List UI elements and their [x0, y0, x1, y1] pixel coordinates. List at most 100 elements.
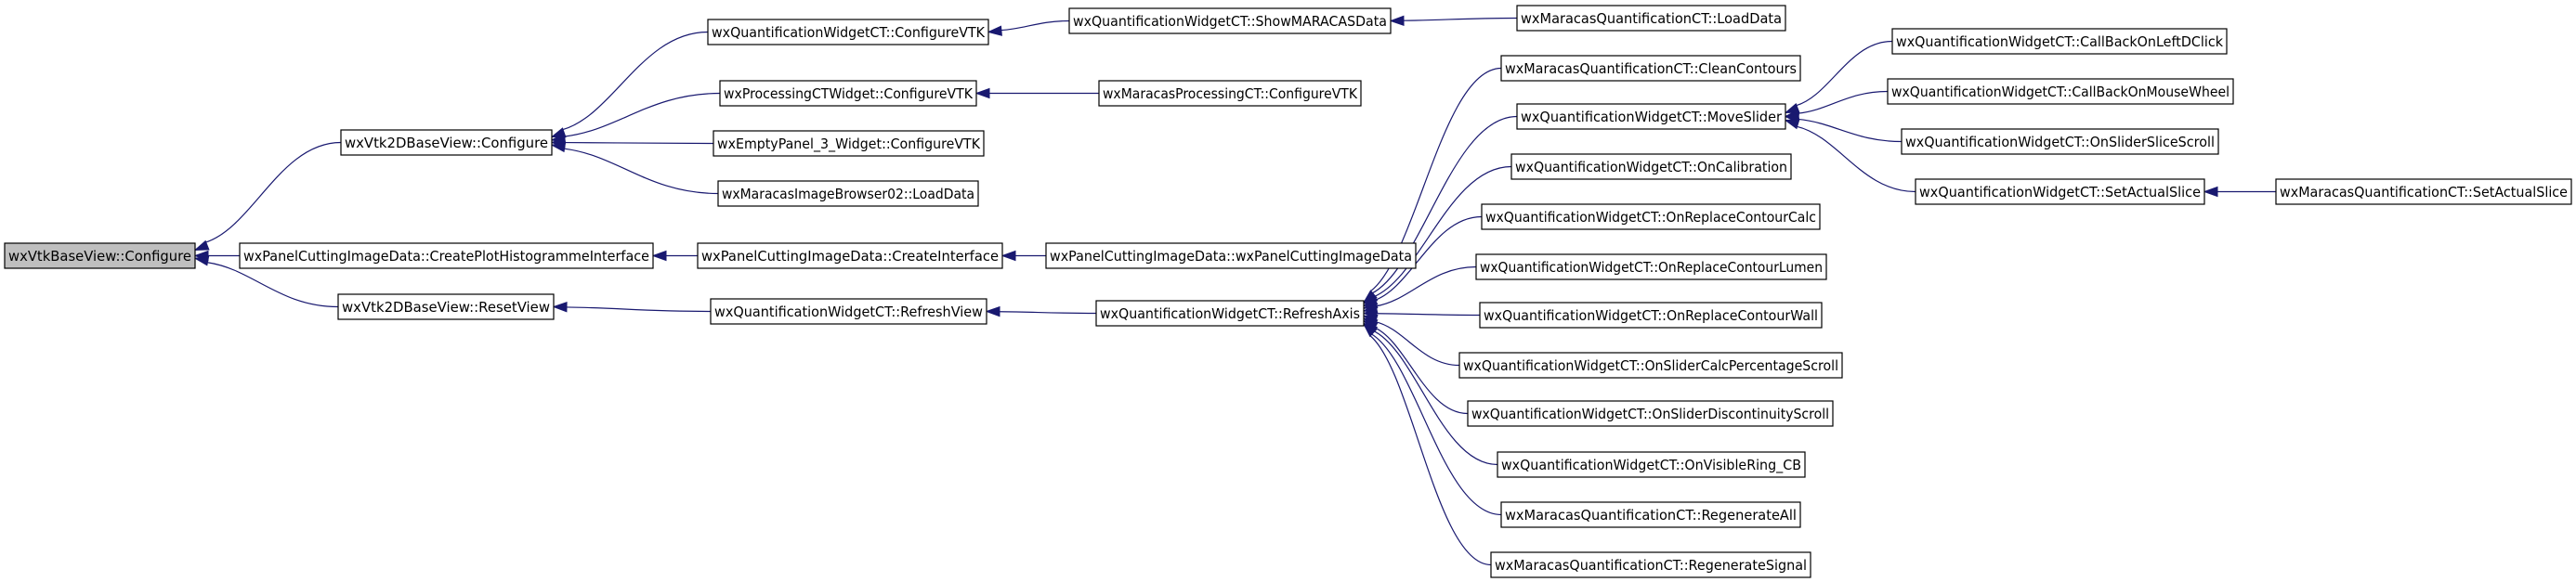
- edge-line: [1370, 333, 1502, 516]
- node-box: [707, 19, 989, 45]
- arrowhead: [985, 305, 1000, 317]
- node-label: wxMaracasQuantificationCT::CleanContours: [1505, 60, 1797, 77]
- nodes-layer: wxVtkBaseView::ConfigurewxVtk2DBaseView:…: [4, 5, 2572, 578]
- node-box: [1490, 551, 1811, 578]
- edge-line: [1796, 40, 1893, 107]
- edge-line: [1369, 334, 1492, 566]
- edge-line: [1000, 19, 1070, 32]
- edge-line: [566, 306, 712, 313]
- node-box: [1479, 302, 1823, 329]
- call-edge: [974, 87, 1099, 99]
- node-box: [1510, 153, 1792, 180]
- call-edge: [1362, 307, 1481, 319]
- node-qw-refreshview[interactable]: wxQuantificationWidgetCT::RefreshView: [710, 298, 987, 325]
- node-pcid-plot[interactable]: wxPanelCuttingImageData::CreatePlotHisto…: [239, 242, 654, 269]
- node-box: [1467, 400, 1834, 427]
- node-qw-oncalibration[interactable]: wxQuantificationWidgetCT::OnCalibration: [1510, 153, 1792, 180]
- node-mq-regeneratesignal[interactable]: wxMaracasQuantificationCT::RegenerateSig…: [1490, 551, 1811, 578]
- node-label: wxQuantificationWidgetCT::OnReplaceConto…: [1480, 259, 1823, 276]
- edge-line: [1369, 67, 1502, 292]
- call-edge: [552, 302, 712, 313]
- node-qw-callbackwheel[interactable]: wxQuantificationWidgetCT::CallBackOnMous…: [1887, 78, 2234, 105]
- node-box: [713, 130, 985, 157]
- edge-line: [1376, 313, 1481, 317]
- node-box: [717, 180, 979, 207]
- edge-line: [1403, 17, 1518, 21]
- node-box: [1068, 7, 1392, 34]
- edge-line: [1375, 321, 1460, 367]
- node-qw-callbackleftd[interactable]: wxQuantificationWidgetCT::CallBackOnLeft…: [1891, 28, 2228, 55]
- node-label: wxVtk2DBaseView::ResetView: [342, 299, 550, 316]
- edge-line: [999, 311, 1097, 315]
- call-edge: [1362, 315, 1460, 367]
- call-edge: [1389, 15, 1518, 27]
- node-qw-onreplacewall[interactable]: wxQuantificationWidgetCT::OnReplaceConto…: [1479, 302, 1823, 329]
- node-label: wxQuantificationWidgetCT::CallBackOnMous…: [1891, 84, 2229, 100]
- node-label: wxMaracasQuantificationCT::RegenerateSig…: [1495, 557, 1807, 574]
- edge-line: [1375, 265, 1477, 307]
- node-label: wxQuantificationWidgetCT::CallBackOnLeft…: [1896, 33, 2223, 50]
- edge-line: [1798, 90, 1889, 114]
- node-pcid-ctor[interactable]: wxPanelCuttingImageData::wxPanelCuttingI…: [1045, 242, 1417, 269]
- node-label: wxPanelCuttingImageData::CreateInterface: [701, 248, 999, 265]
- node-label: wxMaracasImageBrowser02::LoadData: [722, 186, 974, 202]
- node-label: wxQuantificationWidgetCT::OnSliderSliceS…: [1905, 134, 2215, 150]
- node-mq-cleancontours[interactable]: wxMaracasQuantificationCT::CleanContours: [1500, 55, 1801, 82]
- node-box: [239, 242, 654, 269]
- node-pcid-create[interactable]: wxPanelCuttingImageData::CreateInterface: [697, 242, 1003, 269]
- node-box: [1095, 300, 1365, 327]
- node-qw-moveslider[interactable]: wxQuantificationWidgetCT::MoveSlider: [1516, 103, 1786, 130]
- node-qw-onvisiblering[interactable]: wxQuantificationWidgetCT::OnVisibleRing_…: [1497, 451, 1806, 478]
- arrowhead: [987, 25, 1002, 36]
- node-mpct-configvtk[interactable]: wxMaracasProcessingCT::ConfigureVTK: [1098, 80, 1362, 107]
- call-edge: [985, 305, 1097, 317]
- node-qw-configvtk[interactable]: wxQuantificationWidgetCT::ConfigureVTK: [707, 19, 989, 45]
- edge-line: [562, 31, 709, 131]
- node-box: [1098, 80, 1362, 107]
- node-mq-loaddata[interactable]: wxMaracasQuantificationCT::LoadData: [1516, 5, 1786, 32]
- node-box: [719, 80, 977, 107]
- node-pct-configvtk[interactable]: wxProcessingCTWidget::ConfigureVTK: [719, 80, 977, 107]
- node-qw-onreplacecalc[interactable]: wxQuantificationWidgetCT::OnReplaceConto…: [1481, 203, 1821, 230]
- call-edge: [987, 19, 1070, 36]
- node-label: wxEmptyPanel_3_Widget::ConfigureVTK: [717, 136, 981, 153]
- node-label: wxPanelCuttingImageData::CreatePlotHisto…: [243, 248, 649, 265]
- node-box: [1475, 253, 1827, 280]
- node-qw-showmaracas[interactable]: wxQuantificationWidgetCT::ShowMARACASDat…: [1068, 7, 1392, 34]
- node-qw-onslidercalc[interactable]: wxQuantificationWidgetCT::OnSliderCalcPe…: [1458, 352, 1843, 379]
- edge-line: [564, 141, 714, 145]
- node-v2d-reset[interactable]: wxVtk2DBaseView::ResetView: [337, 293, 555, 320]
- call-edge: [1362, 265, 1477, 314]
- node-mib-loaddata[interactable]: wxMaracasImageBrowser02::LoadData: [717, 180, 979, 207]
- node-box: [1481, 203, 1821, 230]
- node-qw-onsliderdisc[interactable]: wxQuantificationWidgetCT::OnSliderDiscon…: [1467, 400, 1834, 427]
- node-qw-onsliderslice[interactable]: wxQuantificationWidgetCT::OnSliderSliceS…: [1901, 128, 2219, 155]
- call-edge: [550, 136, 714, 149]
- node-ep3-configvtk[interactable]: wxEmptyPanel_3_Widget::ConfigureVTK: [713, 130, 985, 157]
- node-mq-setactualslice[interactable]: wxMaracasQuantificationCT::SetActualSlic…: [2275, 178, 2572, 205]
- edge-line: [1372, 165, 1512, 298]
- node-box: [697, 242, 1003, 269]
- node-qw-setactualslice[interactable]: wxQuantificationWidgetCT::SetActualSlice: [1915, 178, 2205, 205]
- node-box: [1458, 352, 1843, 379]
- arrowhead: [974, 87, 990, 99]
- edge-line: [564, 148, 719, 195]
- node-label: wxQuantificationWidgetCT::ConfigureVTK: [712, 24, 986, 41]
- node-mq-regenerateall[interactable]: wxMaracasQuantificationCT::RegenerateAll: [1500, 501, 1801, 528]
- node-label: wxMaracasQuantificationCT::SetActualSlic…: [2280, 184, 2568, 200]
- node-label: wxMaracasQuantificationCT::LoadData: [1521, 10, 1782, 27]
- node-label: wxPanelCuttingImageData::wxPanelCuttingI…: [1050, 248, 1412, 265]
- node-label: wxQuantificationWidgetCT::ShowMARACASDat…: [1073, 13, 1387, 30]
- arrowhead: [193, 255, 210, 266]
- node-box: [1500, 55, 1801, 82]
- node-v2d-configure[interactable]: wxVtk2DBaseView::Configure: [340, 129, 553, 156]
- node-qw-refreshaxis[interactable]: wxQuantificationWidgetCT::RefreshAxis: [1095, 300, 1365, 327]
- edge-line: [207, 262, 339, 308]
- arrowhead: [1389, 15, 1405, 27]
- node-box: [2275, 178, 2572, 205]
- edge-line: [564, 92, 721, 137]
- call-edge: [193, 255, 339, 308]
- node-qw-onreplacelumen[interactable]: wxQuantificationWidgetCT::OnReplaceConto…: [1475, 253, 1827, 280]
- edge-line: [1373, 215, 1483, 302]
- call-edge: [651, 250, 698, 262]
